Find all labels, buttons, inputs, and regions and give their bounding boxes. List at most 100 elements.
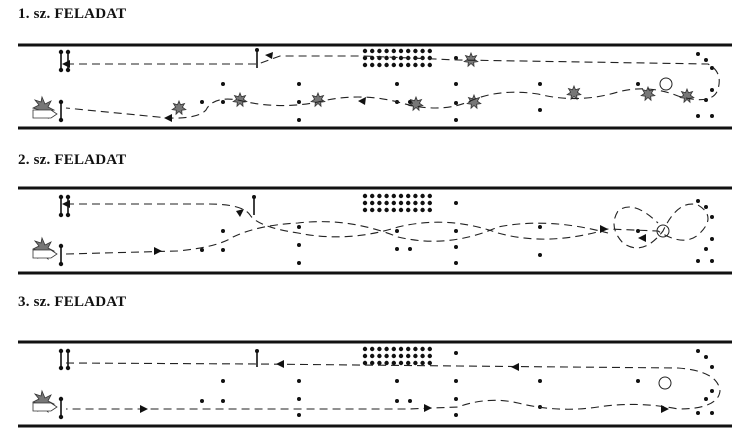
cone xyxy=(413,55,418,61)
cone xyxy=(427,193,432,199)
cone xyxy=(406,200,411,206)
cone xyxy=(391,55,396,61)
route-arrow xyxy=(661,405,669,413)
cone xyxy=(427,207,432,213)
cone xyxy=(420,207,425,213)
cone xyxy=(398,55,404,61)
cone xyxy=(384,55,389,61)
cone xyxy=(413,360,418,366)
cone xyxy=(391,346,396,352)
cone xyxy=(413,48,418,54)
obstacle-star xyxy=(171,99,187,116)
cone xyxy=(370,346,375,352)
obstacle-star xyxy=(463,51,479,68)
route-arrow xyxy=(358,97,366,105)
cone xyxy=(391,353,396,359)
cone xyxy=(398,48,404,54)
obstacle-star xyxy=(232,91,248,108)
cone xyxy=(398,200,404,206)
cone-gates xyxy=(200,349,714,417)
flag-marker xyxy=(255,48,259,68)
cone xyxy=(391,48,396,54)
cone xyxy=(391,360,396,366)
cone xyxy=(370,62,375,68)
task-2-course-diagram xyxy=(18,186,732,275)
start-car-icon xyxy=(31,95,58,120)
route-arrow xyxy=(638,234,646,242)
start-gate xyxy=(58,396,64,420)
cone-block xyxy=(362,346,432,366)
cone xyxy=(362,62,368,68)
cone xyxy=(413,346,418,352)
cone xyxy=(413,193,418,199)
cone xyxy=(370,48,375,54)
route-path xyxy=(65,221,609,255)
cone xyxy=(420,346,425,352)
cone xyxy=(377,360,382,366)
cone xyxy=(370,353,375,359)
cone xyxy=(377,353,382,359)
cone xyxy=(413,62,418,68)
cone xyxy=(362,55,368,61)
cone xyxy=(420,353,425,359)
cone xyxy=(391,62,396,68)
task-1-course-diagram xyxy=(18,43,732,130)
route-path xyxy=(66,203,709,249)
route-arrow xyxy=(140,405,148,413)
cone xyxy=(362,360,368,366)
obstacle-star xyxy=(566,84,582,101)
cone-gates xyxy=(200,199,714,265)
route-arrow xyxy=(424,404,432,412)
cone xyxy=(420,200,425,206)
cone xyxy=(427,62,432,68)
obstacle-stars xyxy=(171,51,695,116)
cone xyxy=(377,193,382,199)
cone xyxy=(362,207,368,213)
route-path xyxy=(65,362,721,410)
cone xyxy=(377,207,382,213)
cone xyxy=(420,360,425,366)
obstacle-star xyxy=(679,87,695,104)
obstacle-star xyxy=(640,85,656,102)
cone xyxy=(384,193,389,199)
route-arrow xyxy=(62,60,70,68)
cone xyxy=(420,48,425,54)
cone xyxy=(384,200,389,206)
cone xyxy=(362,200,368,206)
cone xyxy=(370,360,375,366)
cone xyxy=(427,346,432,352)
cone xyxy=(391,200,396,206)
cone xyxy=(406,360,411,366)
cone xyxy=(406,62,411,68)
obstacle-star xyxy=(408,95,424,112)
cone xyxy=(391,207,396,213)
obstacle-star xyxy=(310,91,326,108)
cone xyxy=(377,62,382,68)
route-arrow xyxy=(154,247,162,255)
cone xyxy=(362,193,368,199)
route-arrow xyxy=(265,52,273,59)
cone xyxy=(384,360,389,366)
cone xyxy=(398,346,404,352)
cone xyxy=(398,62,404,68)
cone xyxy=(413,353,418,359)
route-arrow xyxy=(276,360,284,368)
cone xyxy=(398,193,404,199)
task-3-title: 3. sz. FELADAT xyxy=(18,294,127,310)
start-gate xyxy=(58,99,64,123)
cone xyxy=(384,62,389,68)
cone xyxy=(370,200,375,206)
cone xyxy=(406,346,411,352)
cone xyxy=(370,207,375,213)
cone xyxy=(406,48,411,54)
cone xyxy=(427,55,432,61)
cone xyxy=(427,48,432,54)
task-1-title: 1. sz. FELADAT xyxy=(18,6,127,22)
cone xyxy=(391,193,396,199)
flag-marker xyxy=(252,195,256,215)
task-3-course-diagram xyxy=(18,340,732,428)
cone xyxy=(406,207,411,213)
cone xyxy=(427,200,432,206)
start-gate xyxy=(58,243,64,267)
route-arrow xyxy=(600,225,608,233)
